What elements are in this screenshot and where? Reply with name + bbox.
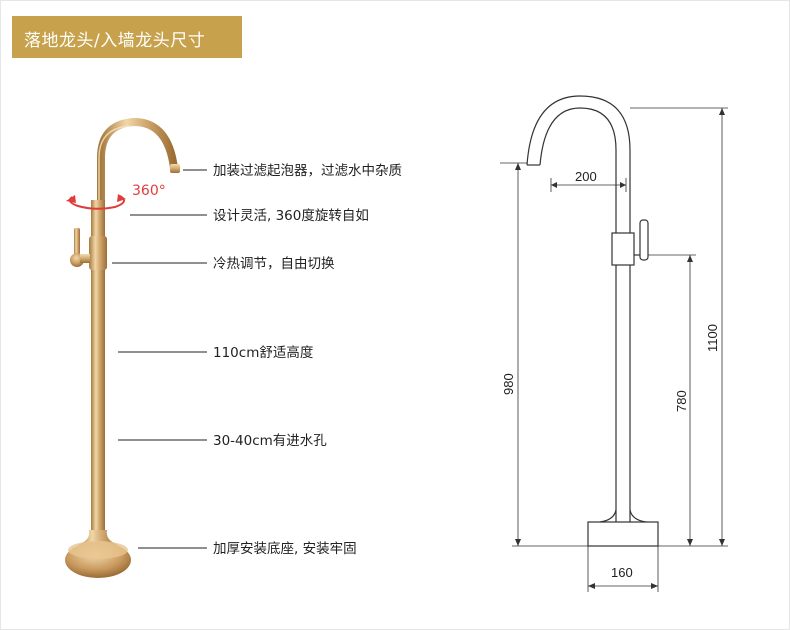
dimension-arrows <box>515 108 725 589</box>
faucet-spout <box>97 117 178 209</box>
section-title-bar: 落地龙头/入墙龙头尺寸 <box>12 16 242 58</box>
dimension-base-width: 160 <box>611 565 633 580</box>
faucet-base-flare <box>78 530 118 545</box>
dimension-spout-height: 980 <box>501 373 516 395</box>
annotation-inlet: 30-40cm有进水孔 <box>213 433 327 449</box>
rotation-label: 360° <box>132 183 166 199</box>
annotation-height: 110cm舒适高度 <box>213 344 313 361</box>
faucet-aerator <box>170 164 180 173</box>
annotation-hot-cold: 冷热调节，自由切换 <box>213 256 335 272</box>
drawing-base <box>587 521 659 547</box>
faucet-valve-body <box>89 236 107 270</box>
dimension-total-height: 1100 <box>705 324 720 352</box>
annotation-rotation: 设计灵活, 360度旋转自如 <box>213 208 369 224</box>
faucet-body <box>91 200 105 540</box>
drawing-spout-inner <box>526 95 631 233</box>
annotation-aerator: 加装过滤起泡器，过滤水中杂质 <box>213 163 402 179</box>
annotation-base: 加厚安装底座, 安装牢固 <box>213 541 357 557</box>
dimension-handle-height: 780 <box>674 390 689 412</box>
faucet-photo <box>65 117 180 578</box>
faucet-handle-joint <box>80 254 90 263</box>
rotation-arrow-icon <box>66 194 126 210</box>
section-title: 落地龙头/入墙龙头尺寸 <box>24 31 206 51</box>
drawing-handle <box>639 219 649 261</box>
dimension-spout: 200 <box>575 169 597 184</box>
technical-drawing <box>526 95 659 547</box>
dimension-lines <box>500 107 728 592</box>
drawing-valve <box>611 232 635 266</box>
faucet-base-top <box>68 541 128 559</box>
faucet-spout-highlight <box>98 125 131 200</box>
drawing-spout-outer <box>539 107 617 233</box>
annotation-lines <box>112 169 207 549</box>
